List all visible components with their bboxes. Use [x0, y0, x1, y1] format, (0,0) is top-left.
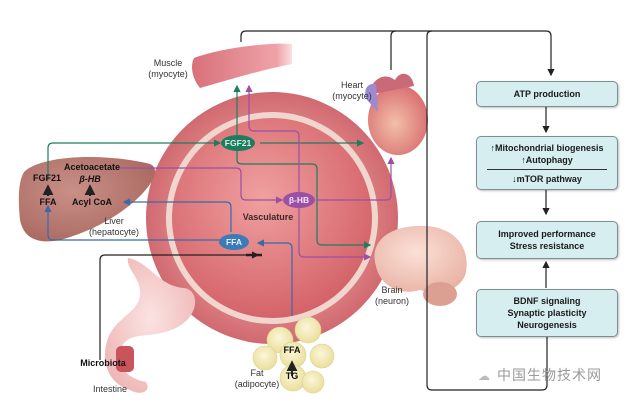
outcome-box-perf-line1: Improved performance [498, 229, 596, 239]
heart-illustration [365, 73, 428, 155]
ffa-paths [44, 198, 293, 316]
outcome-box-performance: Improved performance Stress resistance [476, 221, 618, 259]
wechat-icon: ☁ [478, 369, 491, 383]
outcome-box-bdnf-line2: Synaptic plasticity [507, 308, 587, 318]
intestine-label: Intestine [92, 384, 128, 394]
liver-fgf21: FGF21 [32, 173, 61, 183]
fat-sub: (adipocyte) [234, 379, 280, 389]
liver-name: Liver [104, 216, 124, 226]
heart-sub: (myocyte) [332, 91, 372, 101]
fgf21-pill: FGF21 [221, 135, 255, 151]
vasculature-label: Vasculature [242, 212, 294, 222]
outcome-box-bdnf-line1: BDNF signaling [513, 296, 581, 306]
outcome-box-mito-line2: ↑Autophagy [521, 154, 573, 165]
microbiota-label: Microbiota [80, 358, 126, 368]
liver-label: Liver(hepatocyte) [88, 216, 140, 238]
muscle-name: Muscle [153, 58, 183, 68]
outcome-box-mitochondria: ↑Mitochondrial biogenesis ↑Autophagy ↓mT… [476, 136, 618, 190]
fgf21-paths [47, 84, 372, 249]
watermark-text: 中国生物技术网 [497, 367, 602, 383]
brain-illustration [374, 225, 467, 306]
outcome-box-mito-line3: ↓mTOR pathway [512, 173, 582, 184]
fat-tg: TG [285, 371, 299, 381]
fat-label: Fat(adipocyte) [232, 368, 282, 390]
outcome-box-mito-line1: ↑Mitochondrial biogenesis [490, 142, 604, 153]
microbiota-path [99, 251, 260, 360]
heart-name: Heart [340, 80, 363, 90]
muscle-sub: (myocyte) [148, 69, 188, 79]
liver-illustration [18, 157, 155, 242]
muscle-illustration [192, 43, 292, 88]
liver-sub: (hepatocyte) [88, 227, 140, 237]
outcome-box-atp-line: ATP production [513, 89, 581, 99]
fat-name: Fat [250, 368, 264, 378]
liver-acyl-coa: Acyl CoA [71, 197, 112, 207]
intestine-illustration [104, 258, 196, 393]
outcome-box-bdnf-line3: Neurogenesis [517, 320, 577, 330]
heart-label: Heart(myocyte) [330, 80, 374, 102]
outcome-box-perf-line2: Stress resistance [509, 241, 585, 251]
liver-ffa: FFA [39, 197, 57, 207]
fat-cluster [252, 316, 335, 394]
outcome-connectors [240, 30, 555, 391]
brain-label: Brain(neuron) [370, 285, 414, 307]
bhb-paths [118, 84, 395, 261]
bhb-pill: β-HB [283, 192, 315, 208]
brain-name: Brain [381, 285, 403, 295]
outcome-box-atp: ATP production [476, 81, 618, 107]
liver-bhb: β-HB [79, 174, 101, 184]
liver-acetoacetate: Acetoacetate [64, 162, 121, 172]
outcome-box-divider [487, 168, 607, 170]
fat-ffa: FFA [283, 345, 301, 355]
muscle-label: Muscle(myocyte) [148, 58, 188, 80]
outcome-box-bdnf: BDNF signaling Synaptic plasticity Neuro… [476, 289, 618, 337]
ffa-pill: FFA [219, 234, 249, 250]
brain-sub: (neuron) [374, 296, 410, 306]
watermark: ☁ 中国生物技术网 [478, 365, 602, 385]
